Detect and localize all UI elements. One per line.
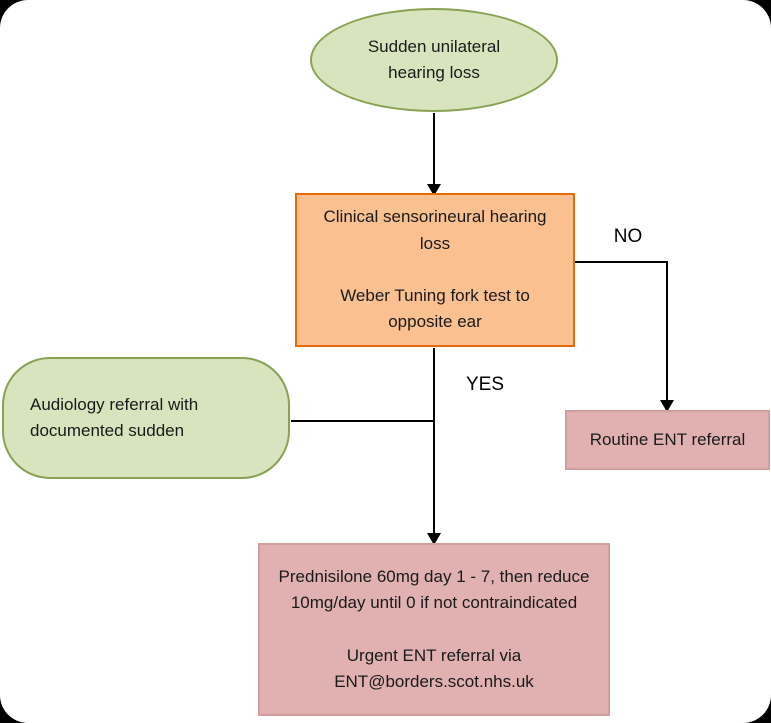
connector-no-branch	[575, 261, 668, 401]
treatment-node-line2: Urgent ENT referral via ENT@borders.scot…	[334, 645, 534, 691]
decision-node-line1: Clinical sensorineural hearing loss	[323, 207, 547, 253]
audiology-referral-node: Audiology referral with documented sudde…	[2, 357, 290, 479]
audiology-referral-label: Audiology referral with documented sudde…	[30, 394, 199, 440]
edge-label-no: NO	[595, 222, 661, 252]
edge-label-no-text: NO	[613, 226, 643, 247]
decision-node-clinical-sensorineural: Clinical sensorineural hearing loss Webe…	[295, 193, 575, 347]
edge-label-yes-text: YES	[465, 373, 505, 395]
treatment-node-prednisilone: Prednisilone 60mg day 1 - 7, then reduce…	[258, 543, 610, 716]
routine-ent-referral-node: Routine ENT referral	[565, 410, 770, 470]
start-node-label: Sudden unilateral hearing loss	[367, 36, 501, 82]
decision-node-line2: Weber Tuning fork test to opposite ear	[340, 286, 530, 332]
edge-label-yes: YES	[450, 369, 520, 400]
routine-ent-referral-label: Routine ENT referral	[589, 429, 746, 449]
start-node-sudden-hearing-loss: Sudden unilateral hearing loss	[310, 8, 558, 112]
treatment-node-line1: Prednisilone 60mg day 1 - 7, then reduce…	[278, 566, 590, 613]
